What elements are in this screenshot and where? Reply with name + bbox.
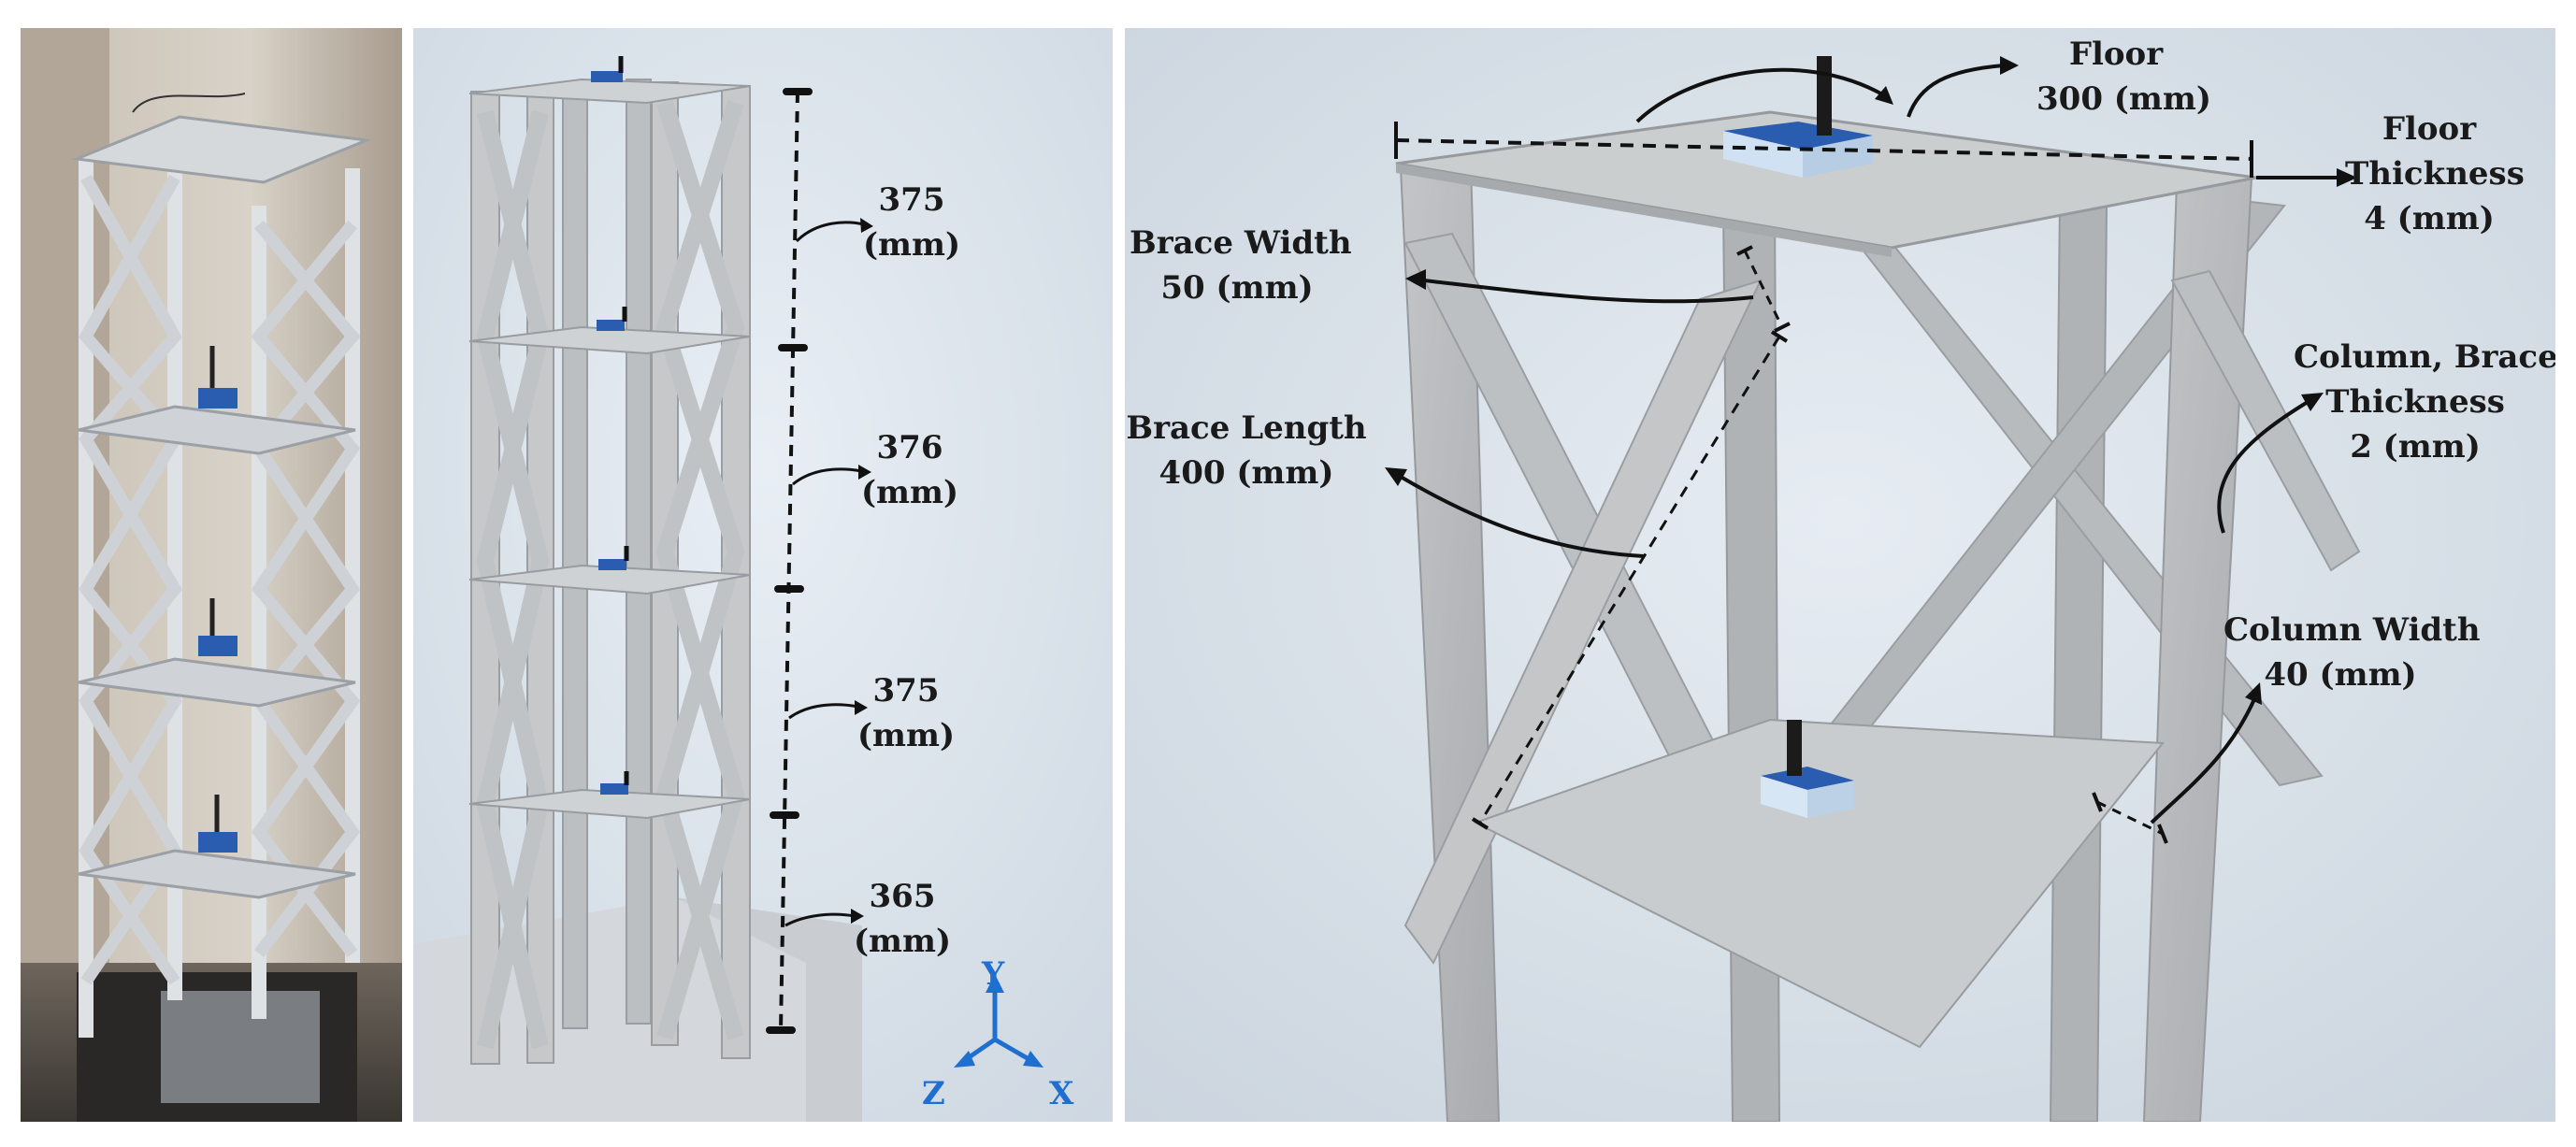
story-detail-drawing bbox=[1125, 28, 2555, 1122]
column-brace-thickness-line1: Column, Brace bbox=[2294, 338, 2555, 376]
brace-length-line1: Brace Length bbox=[1126, 409, 1367, 447]
physical-model-photo bbox=[21, 28, 402, 1122]
brace-width-line1: Brace Width bbox=[1130, 224, 1352, 262]
detail-panel: Floor 300 (mm) Floor Thickness 4 (mm) Br… bbox=[1125, 28, 2555, 1122]
story-height-value: 375 bbox=[872, 672, 940, 710]
story-height-value: 376 bbox=[876, 429, 943, 466]
story-height-unit: (mm) bbox=[856, 717, 956, 754]
brace-length-label: Brace Length 400 (mm) bbox=[1125, 406, 1368, 495]
column-brace-thickness-line3: 2 (mm) bbox=[2350, 428, 2481, 466]
floor-thickness-line1: Floor bbox=[2382, 110, 2477, 148]
story-height-unit: (mm) bbox=[860, 474, 959, 511]
model-render-panel: 375 (mm) 376 (mm) 375 (mm) 365 (mm) Y Z … bbox=[413, 28, 1113, 1122]
story-height-value: 365 bbox=[869, 878, 936, 915]
floor-label-line1: Floor bbox=[2068, 36, 2164, 73]
story-height-label-2: 376 (mm) bbox=[858, 425, 961, 515]
floor-thickness-line2: Thickness bbox=[2345, 155, 2525, 193]
axis-z-label: Z bbox=[922, 1075, 945, 1112]
story-height-unit: (mm) bbox=[853, 923, 952, 960]
brace-length-line2: 400 (mm) bbox=[1158, 454, 1334, 492]
story-height-value: 375 bbox=[878, 181, 945, 219]
story-height-label-4: 365 (mm) bbox=[851, 874, 954, 964]
column-width-line1: Column Width bbox=[2223, 611, 2481, 649]
story-height-label-1: 375 (mm) bbox=[860, 178, 963, 267]
column-brace-thickness-line2: Thickness bbox=[2325, 383, 2505, 421]
frame-model-drawing bbox=[413, 28, 1113, 1122]
column-width-line2: 40 (mm) bbox=[2264, 656, 2417, 694]
photo-panel bbox=[21, 28, 402, 1122]
column-brace-thickness-label: Column, Brace Thickness 2 (mm) bbox=[2294, 335, 2555, 469]
brace-width-line2: 50 (mm) bbox=[1160, 269, 1314, 307]
column-width-label: Column Width 40 (mm) bbox=[2223, 608, 2481, 697]
brace-width-label: Brace Width 50 (mm) bbox=[1130, 221, 1352, 310]
floor-label-line2: 300 (mm) bbox=[2036, 80, 2211, 118]
axis-y-label: Y bbox=[982, 955, 1005, 993]
story-height-unit: (mm) bbox=[862, 226, 961, 264]
floor-size-label: Floor 300 (mm) bbox=[2036, 32, 2211, 122]
floor-thickness-label: Floor Thickness 4 (mm) bbox=[2345, 107, 2525, 241]
floor-thickness-line3: 4 (mm) bbox=[2364, 200, 2495, 237]
axis-x-label: X bbox=[1049, 1075, 1074, 1112]
story-height-label-3: 375 (mm) bbox=[855, 668, 957, 758]
